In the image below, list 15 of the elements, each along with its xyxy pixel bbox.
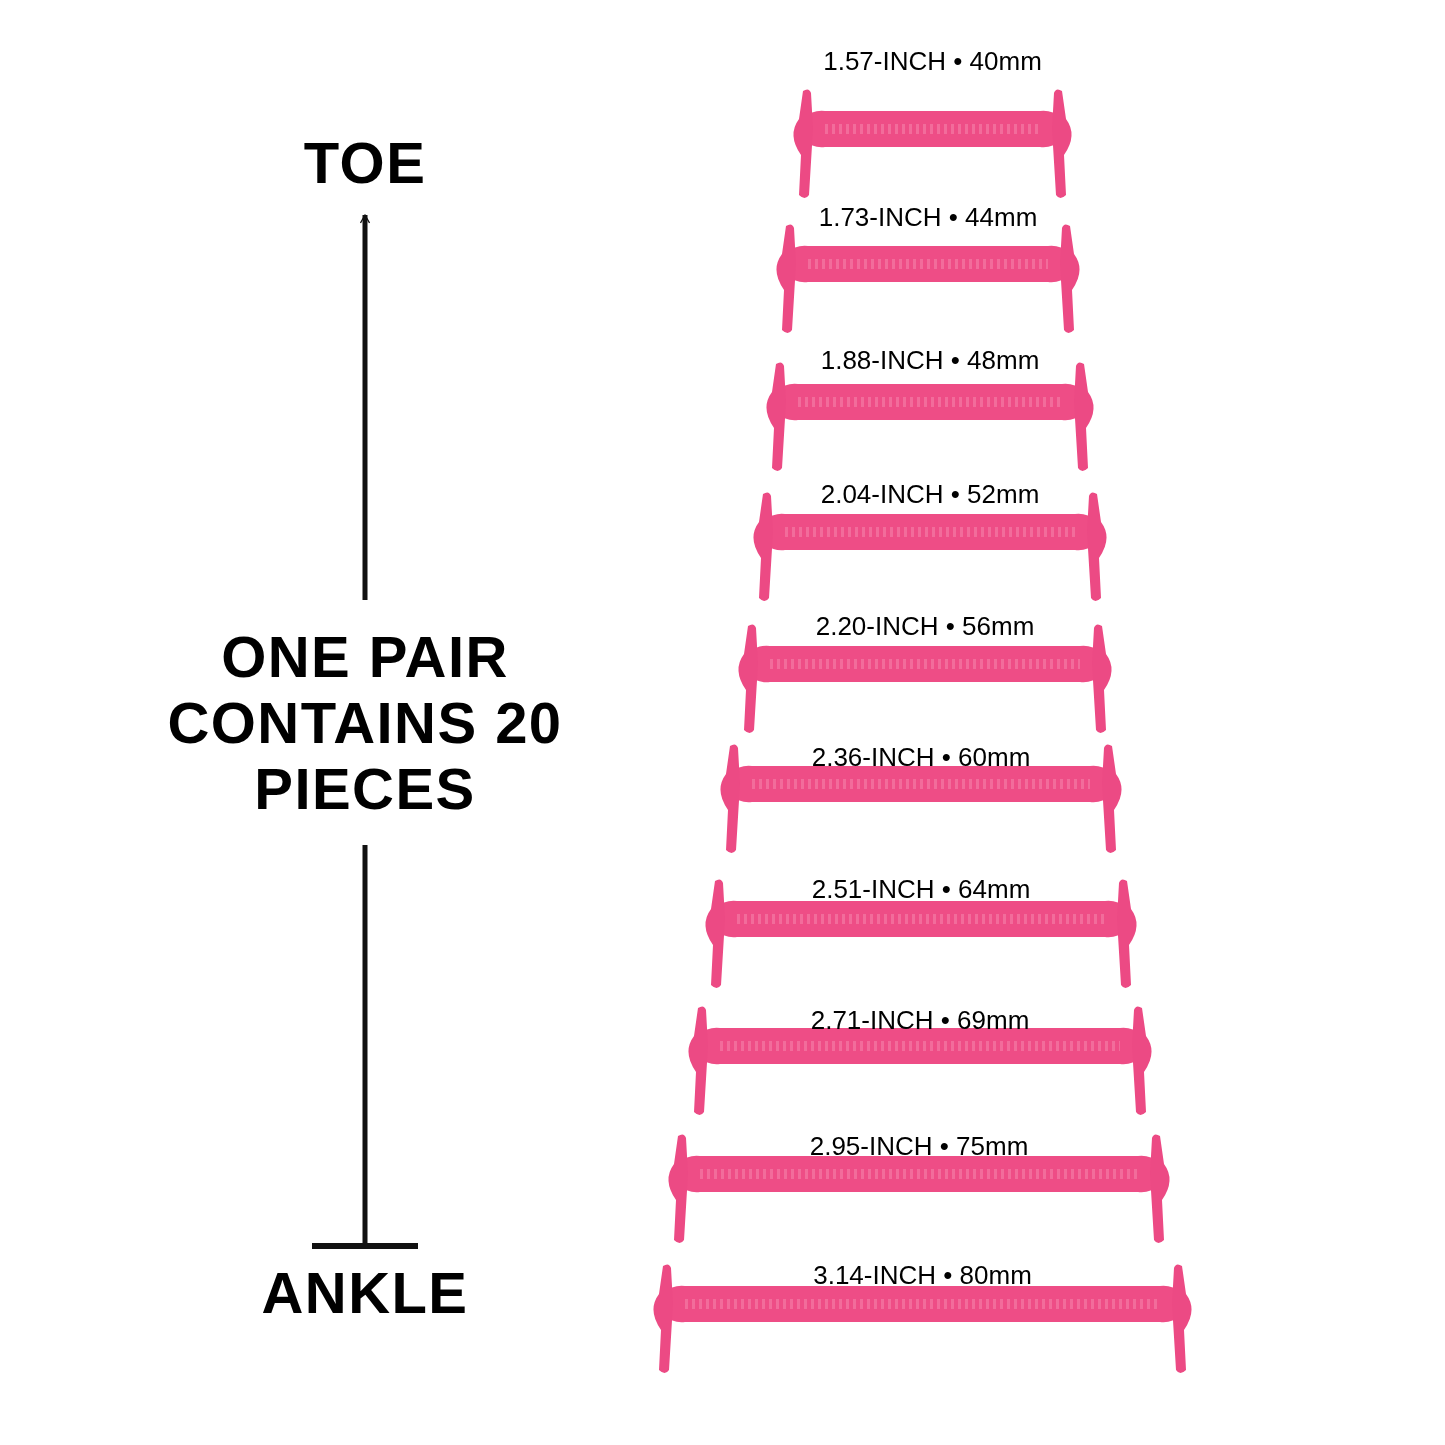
heading-text: ONE PAIR CONTAINS 20 PIECES xyxy=(166,623,564,822)
heading-text: ANKLE xyxy=(261,1260,469,1326)
size-label: 1.88-INCH • 48mm xyxy=(820,345,1040,375)
arrow xyxy=(359,214,371,600)
size-label: 2.20-INCH • 56mm xyxy=(815,611,1035,641)
size-label: 1.73-INCH • 44mm xyxy=(818,202,1038,232)
bar-line xyxy=(309,845,421,1249)
heading-text: TOE xyxy=(303,129,427,196)
size-label: 2.71-INCH • 69mm xyxy=(810,1005,1030,1035)
size-label: 2.36-INCH • 60mm xyxy=(811,742,1031,772)
size-label: 1.57-INCH • 40mm xyxy=(823,46,1042,76)
size-label: 2.04-INCH • 52mm xyxy=(820,479,1040,509)
size-label: 3.14-INCH • 80mm xyxy=(813,1260,1032,1290)
size-label: 2.51-INCH • 64mm xyxy=(811,874,1031,904)
size-label: 2.95-INCH • 75mm xyxy=(809,1131,1029,1161)
